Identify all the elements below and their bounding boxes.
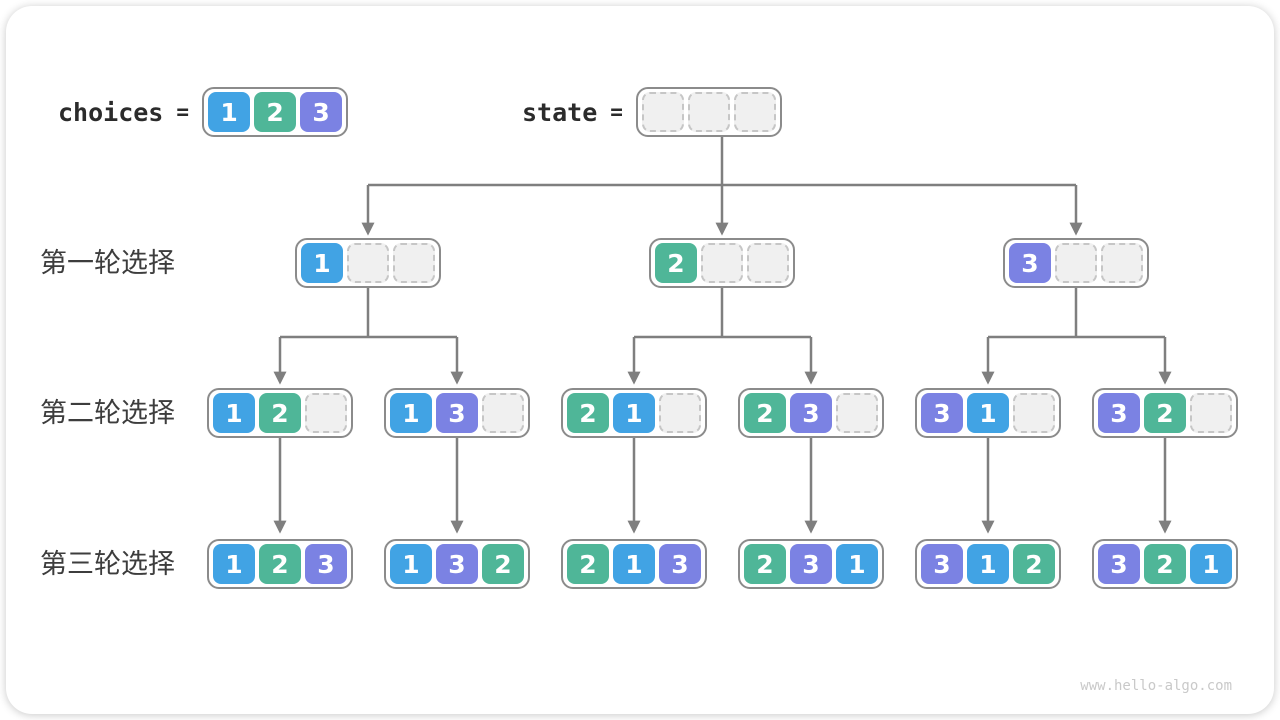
cell-2: 2 — [744, 393, 786, 433]
cell-3: 3 — [300, 92, 343, 132]
cell-1: 1 — [967, 393, 1009, 433]
state-equals-sign: = — [610, 100, 623, 124]
empty-cell — [701, 243, 743, 283]
row-label-round-2: 第二轮选择 — [40, 398, 175, 428]
cell-1: 1 — [208, 92, 251, 132]
cell-3: 3 — [1098, 544, 1140, 584]
cell-2: 2 — [482, 544, 524, 584]
state-array-root — [635, 87, 782, 137]
empty-cell — [305, 393, 347, 433]
cell-2: 2 — [1144, 544, 1186, 584]
cell-2: 2 — [567, 544, 609, 584]
cell-2: 2 — [655, 243, 697, 283]
row-label-round-3: 第三轮选择 — [40, 549, 175, 579]
empty-cell — [1190, 393, 1232, 433]
empty-cell — [659, 393, 701, 433]
empty-cell — [347, 243, 389, 283]
cell-3: 3 — [790, 544, 832, 584]
cell-2: 2 — [1013, 544, 1055, 584]
state-group: state = — [522, 87, 782, 137]
cell-3: 3 — [790, 393, 832, 433]
cell-1: 1 — [836, 544, 878, 584]
watermark: www.hello-algo.com — [1080, 678, 1232, 694]
cell-1: 1 — [1190, 544, 1232, 584]
cell-1: 1 — [613, 393, 655, 433]
empty-cell — [733, 92, 776, 132]
state-label: state — [522, 97, 598, 127]
cell-1: 1 — [301, 243, 343, 283]
cell-3: 3 — [436, 393, 478, 433]
cell-3: 3 — [305, 544, 347, 584]
cell-3: 3 — [1098, 393, 1140, 433]
cell-3: 3 — [921, 544, 963, 584]
choices-label: choices — [58, 97, 164, 127]
row-label-round-1: 第一轮选择 — [40, 248, 175, 278]
cell-2: 2 — [254, 92, 297, 132]
cell-1: 1 — [613, 544, 655, 584]
cell-3: 3 — [436, 544, 478, 584]
empty-cell — [747, 243, 789, 283]
cell-2: 2 — [567, 393, 609, 433]
empty-cell — [641, 92, 684, 132]
cell-2: 2 — [744, 544, 786, 584]
cell-3: 3 — [1009, 243, 1051, 283]
empty-cell — [1013, 393, 1055, 433]
state-node: 1 — [295, 238, 441, 288]
cell-1: 1 — [213, 393, 255, 433]
empty-cell — [836, 393, 878, 433]
cell-1: 1 — [390, 393, 432, 433]
cell-2: 2 — [259, 544, 301, 584]
cell-2: 2 — [1144, 393, 1186, 433]
empty-cell — [687, 92, 730, 132]
state-node: 2 — [649, 238, 795, 288]
cell-1: 1 — [967, 544, 1009, 584]
cell-3: 3 — [921, 393, 963, 433]
empty-cell — [482, 393, 524, 433]
cell-1: 1 — [390, 544, 432, 584]
empty-cell — [1055, 243, 1097, 283]
empty-cell — [393, 243, 435, 283]
state-node: 3 — [1003, 238, 1149, 288]
empty-cell — [1101, 243, 1143, 283]
choices-equals-sign: = — [176, 100, 190, 124]
cell-1: 1 — [213, 544, 255, 584]
cell-2: 2 — [259, 393, 301, 433]
cell-3: 3 — [659, 544, 701, 584]
